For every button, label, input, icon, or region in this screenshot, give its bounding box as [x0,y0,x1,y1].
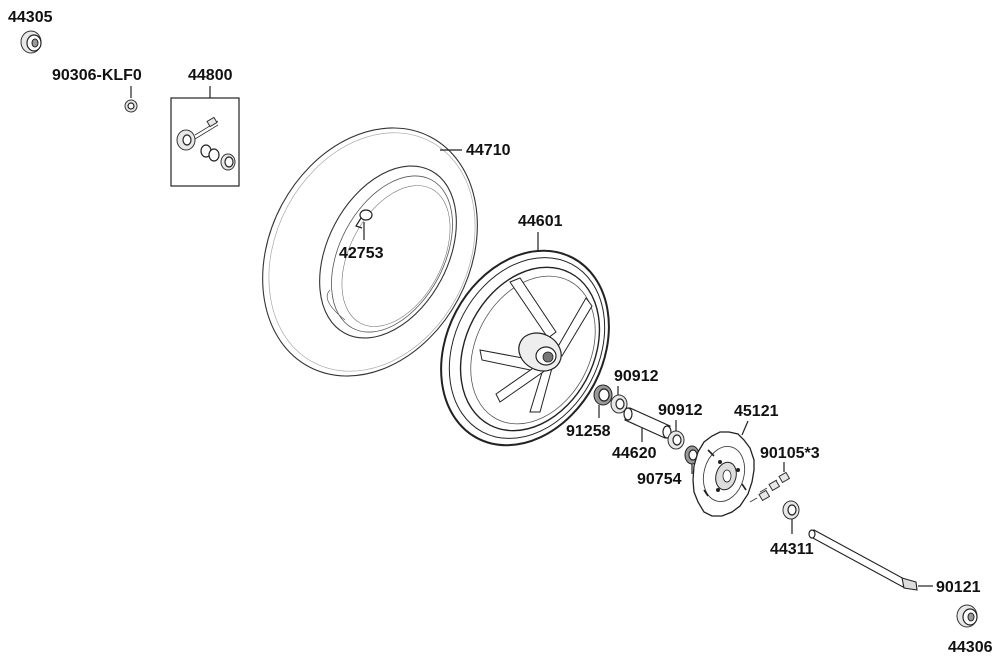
label-90105: 90105*3 [760,445,820,462]
label-44601: 44601 [518,213,563,230]
kit-box-44800 [170,97,240,187]
label-90121: 90121 [936,579,981,596]
part-44710-tire[interactable] [221,90,520,413]
part-44306-cap[interactable] [956,604,978,628]
label-44311: 44311 [770,541,814,558]
part-90121-axle[interactable] [808,529,918,591]
label-91258: 91258 [566,423,611,440]
part-90105-bolts[interactable] [749,471,791,503]
part-91258-seal[interactable] [593,384,613,406]
leader-45121 [741,420,749,436]
part-45121-brake-disc[interactable] [692,431,755,517]
label-44305: 44305 [8,9,53,26]
label-44710: 44710 [466,142,511,159]
label-42753: 42753 [339,245,384,262]
part-44311-collar[interactable] [782,500,800,520]
part-44601-rim[interactable] [408,221,642,474]
label-44620: 44620 [612,445,657,462]
label-90306-klf0: 90306-KLF0 [52,67,142,84]
part-44800-speedometer-gear[interactable] [176,116,236,171]
label-90912-lower: 90912 [658,402,703,419]
part-90306-nut[interactable] [124,99,138,113]
label-44306: 44306 [948,639,993,656]
part-90912-bearing-lower[interactable] [667,430,685,450]
part-44305-cap[interactable] [20,30,42,54]
label-45121: 45121 [734,403,779,420]
part-90912-bearing-upper[interactable] [610,394,628,414]
label-44800: 44800 [188,67,233,84]
label-90912-upper: 90912 [614,368,659,385]
part-42753-valve[interactable] [355,209,373,229]
label-90754: 90754 [637,471,682,488]
